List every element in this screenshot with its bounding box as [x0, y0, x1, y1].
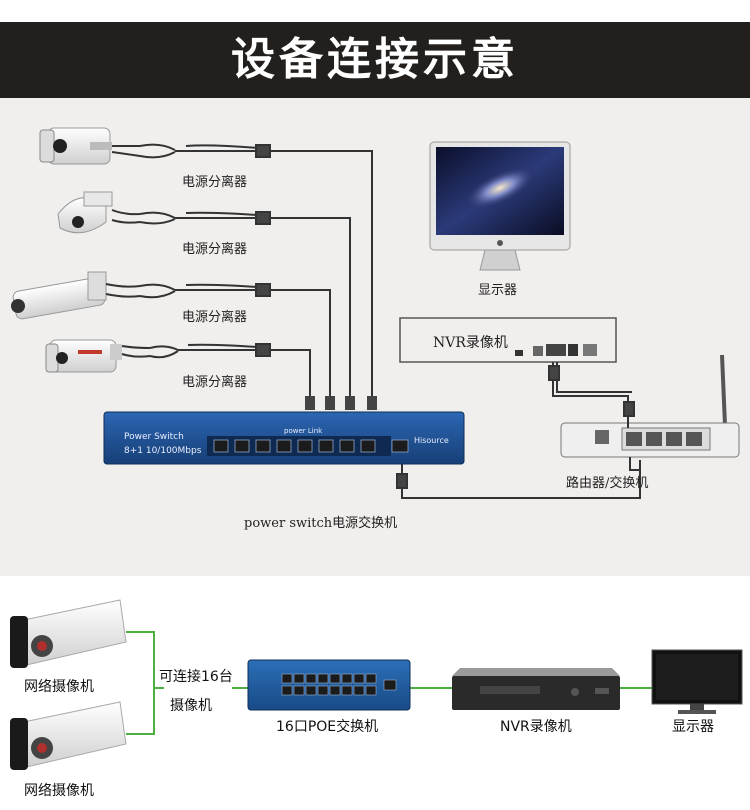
- nvr-box: [399, 317, 617, 363]
- network-camera-1-icon: [10, 599, 127, 668]
- nvr-router-cables: [396, 362, 641, 499]
- camera-label-2: 网络摄像机: [24, 783, 94, 799]
- top-diagram-panel: [0, 98, 750, 576]
- bottom-monitor-icon: [651, 649, 743, 714]
- router-label: 路由器/交换机: [566, 476, 649, 491]
- bullet-camera-1-icon: [39, 127, 112, 165]
- splitter-cables: [105, 143, 373, 400]
- camera-bracket-connector: [126, 631, 652, 735]
- camera-label-1: 网络摄像机: [24, 679, 94, 695]
- nvr-recorder-icon: [452, 668, 620, 710]
- splitter-label-2: 电源分离器: [182, 242, 248, 257]
- connect-label-2: 摄像机: [170, 698, 212, 714]
- splitter-label-4: 电源分离器: [182, 375, 248, 390]
- dome-camera-icon: [57, 191, 113, 234]
- monitor-label: 显示器: [478, 283, 518, 298]
- bullet-camera-2-icon: [11, 271, 107, 320]
- switch-spec: 8+1 10/100Mbps: [124, 446, 202, 456]
- poe-switch-icon: [247, 659, 411, 711]
- router-icon: [560, 354, 740, 458]
- power-switch-icon: [103, 411, 465, 465]
- bullet-camera-3-icon: [45, 339, 122, 373]
- poe-switch-label: 16口POE交换机: [276, 719, 379, 735]
- connect-label-1: 可连接16台: [159, 669, 233, 685]
- monitor-icon: [429, 141, 571, 271]
- switch-plugs: [305, 396, 377, 410]
- switch-brand-left: Power Switch: [124, 432, 184, 442]
- page-title: 设备连接示意: [231, 34, 519, 85]
- switch-caption: power switch电源交换机: [244, 516, 398, 531]
- network-camera-2-icon: [10, 701, 127, 770]
- switch-brand-right: Hisource: [414, 436, 449, 445]
- bottom-nvr-label: NVR录像机: [500, 719, 572, 735]
- splitter-label-3: 电源分离器: [182, 310, 248, 325]
- splitter-label-1: 电源分离器: [182, 175, 248, 190]
- switch-link-label: power Link: [284, 427, 323, 435]
- bottom-monitor-label: 显示器: [672, 719, 714, 735]
- header: 设备连接示意: [0, 0, 750, 98]
- nvr-label: NVR录像机: [433, 335, 508, 351]
- header-bar: [0, 22, 750, 98]
